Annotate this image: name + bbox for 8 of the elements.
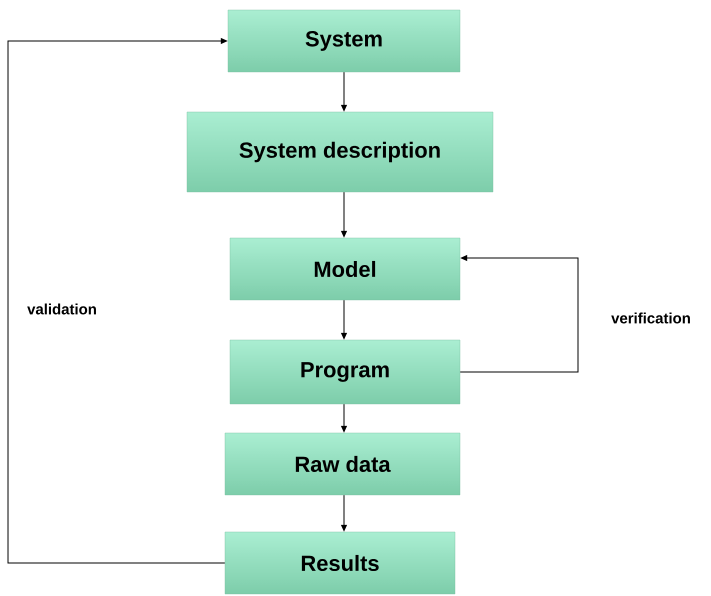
process-box: Results [224, 532, 456, 594]
process-box: System description [186, 112, 494, 192]
process-box: System [228, 10, 460, 72]
edge-label: verification [610, 312, 692, 324]
edge-label: validation [26, 302, 98, 316]
process-box: Raw data [224, 432, 460, 496]
process-box: Model [230, 238, 460, 300]
process-box: Program [230, 340, 460, 404]
